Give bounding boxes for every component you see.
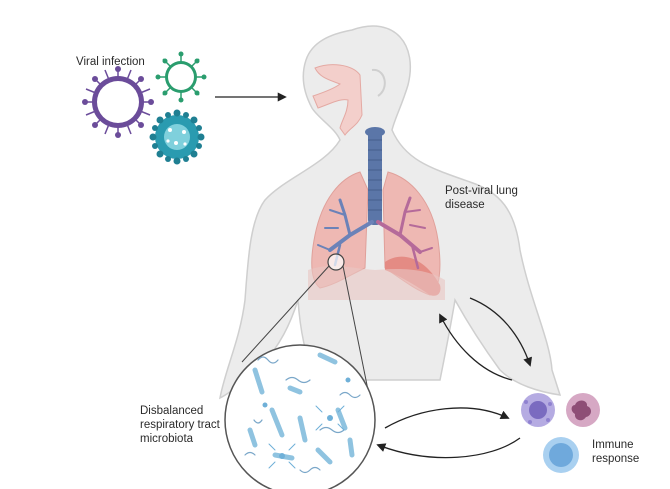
virus-green-icon bbox=[155, 51, 207, 103]
viral-infection-label: Viral infection bbox=[76, 56, 145, 68]
immune-cell-pink-icon bbox=[566, 393, 600, 427]
lung-to-immune-arrow bbox=[469, 297, 533, 367]
microbiota-bacteria bbox=[244, 352, 361, 474]
microbiota-label: Disbalanced respiratory tract microbiota bbox=[140, 405, 220, 445]
microbiota-to-immune-arrow bbox=[384, 407, 510, 429]
left-bronchi bbox=[317, 198, 374, 267]
immune-cell-purple-icon bbox=[521, 393, 555, 427]
post-viral-lung-disease-label: Post-viral lung disease bbox=[445, 185, 518, 211]
lungs bbox=[308, 127, 445, 300]
immune-response-label: Immune response bbox=[592, 439, 640, 465]
trachea bbox=[365, 127, 385, 225]
magnifier-source bbox=[327, 253, 345, 271]
immune-to-microbiota-arrow bbox=[376, 437, 521, 459]
arrows bbox=[215, 92, 533, 459]
virus-teal-icon bbox=[149, 109, 205, 165]
thoracic-cavity bbox=[308, 265, 445, 300]
viruses bbox=[82, 51, 207, 165]
upper-airway bbox=[312, 64, 363, 136]
immune-cells bbox=[521, 393, 600, 473]
immune-to-lung-arrow bbox=[439, 313, 513, 381]
virus-purple-icon bbox=[82, 66, 154, 138]
magnifier bbox=[224, 253, 376, 489]
right-bronchi bbox=[376, 196, 433, 270]
ear bbox=[371, 68, 386, 97]
immune-cell-blue-icon bbox=[543, 437, 579, 473]
